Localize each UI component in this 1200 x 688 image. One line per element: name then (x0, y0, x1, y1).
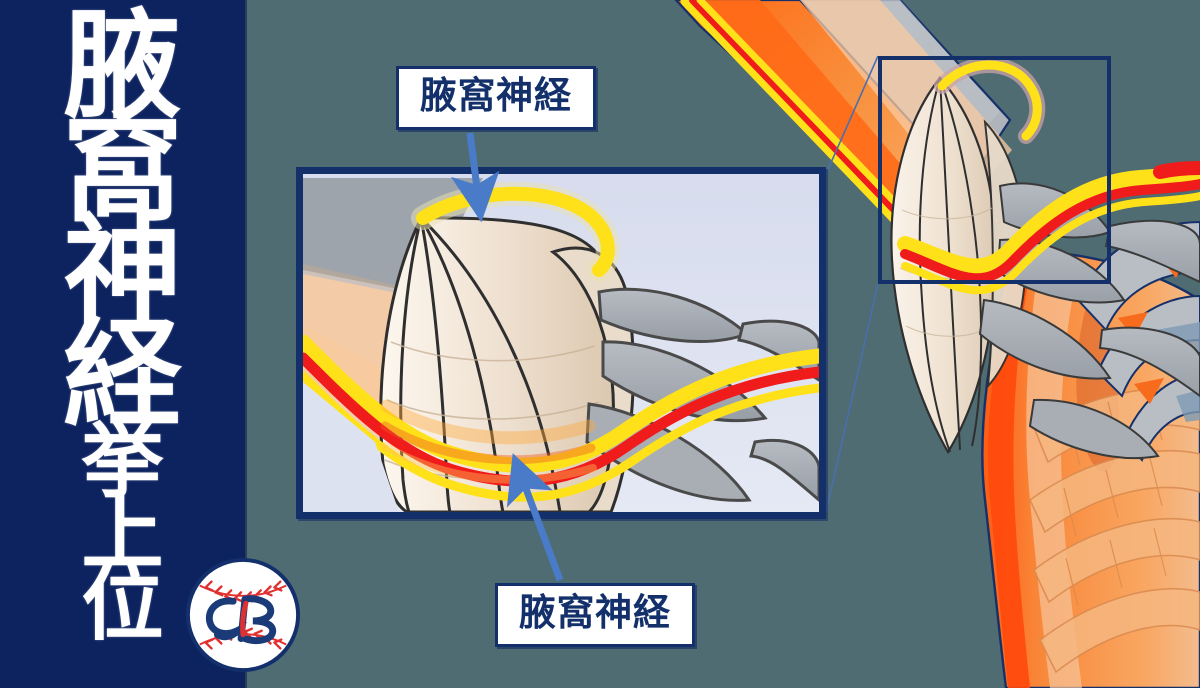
title-panel: 腋 窩 神 経 挙 上 位 (0, 0, 301, 688)
title-char-5: 挙 (81, 414, 164, 510)
inset-anatomy-illustration (303, 174, 819, 512)
callout-bottom-text: 腋窩神経 (519, 590, 671, 634)
inset-bundle-behind-bone (380, 399, 597, 484)
magnified-anatomy-inset[interactable] (296, 167, 826, 519)
rotator-cuff-tendons (978, 182, 1200, 460)
title-vertical-text: 腋 窩 神 経 挙 上 位 (0, 7, 245, 646)
callout-top-text: 腋窩神経 (420, 73, 572, 117)
title-char-3: 神 (63, 202, 182, 341)
title-char-6: 上 (81, 485, 164, 581)
callout-label-top[interactable]: 腋窩神経 (396, 66, 596, 130)
axillary-neurovascular-bundle (897, 161, 1200, 295)
title-char-4: 経 (63, 304, 182, 443)
baseball-logo[interactable] (184, 556, 302, 674)
callout-label-bottom[interactable]: 腋窩神経 (495, 583, 695, 647)
title-char-2: 窩 (63, 99, 182, 238)
axillary-nerve-loop-small (934, 57, 1046, 144)
leader-lines (825, 55, 879, 513)
title-char-1: 腋 (63, 0, 182, 135)
title-char-7: 位 (81, 557, 164, 653)
